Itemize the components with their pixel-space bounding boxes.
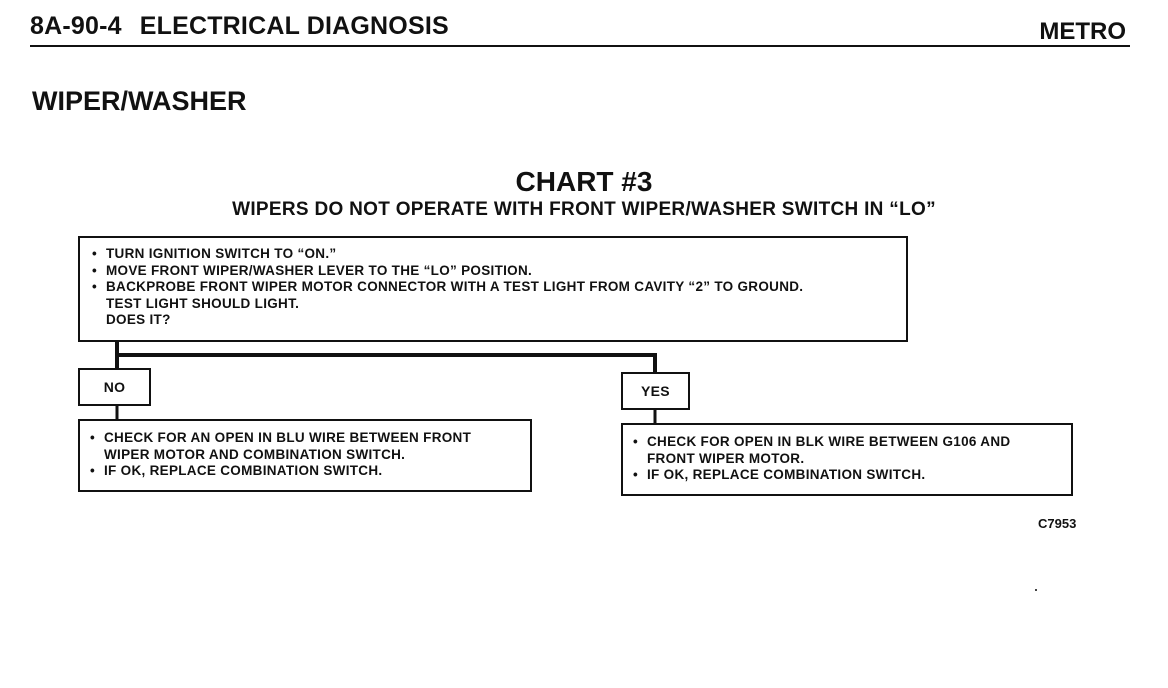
test-step-continuation: TEST LIGHT SHOULD LIGHT. xyxy=(106,295,300,311)
test-step-question: DOES IT? xyxy=(106,312,171,327)
model-name: METRO xyxy=(1039,18,1126,45)
test-step-item: TURN IGNITION SWITCH TO “ON.” xyxy=(92,246,894,263)
figure-code: C7953 xyxy=(1038,516,1077,531)
no-branch-label: NO xyxy=(78,368,151,406)
yes-action-item: CHECK FOR OPEN IN BLK WIRE BETWEEN G106 … xyxy=(633,434,1061,467)
no-action-list: CHECK FOR AN OPEN IN BLU WIRE BETWEEN FR… xyxy=(90,430,520,480)
yes-action-box: CHECK FOR OPEN IN BLK WIRE BETWEEN G106 … xyxy=(621,423,1073,496)
section-title: WIPER/WASHER xyxy=(32,86,247,116)
test-step-item: BACKPROBE FRONT WIPER MOTOR CONNECTOR WI… xyxy=(92,279,894,296)
chart-subtitle: WIPERS DO NOT OPERATE WITH FRONT WIPER/W… xyxy=(232,199,936,220)
section-name: ELECTRICAL DIAGNOSIS xyxy=(139,12,449,40)
scan-speck xyxy=(1035,589,1037,591)
yes-action-list: CHECK FOR OPEN IN BLK WIRE BETWEEN G106 … xyxy=(633,434,1061,484)
no-action-item: IF OK, REPLACE COMBINATION SWITCH. xyxy=(90,463,520,480)
test-step-list: TURN IGNITION SWITCH TO “ON.” MOVE FRONT… xyxy=(92,246,894,296)
no-action-box: CHECK FOR AN OPEN IN BLU WIRE BETWEEN FR… xyxy=(78,419,532,492)
yes-action-continuation: FRONT WIPER MOTOR. xyxy=(647,450,805,466)
page-number: 8A-90-4 xyxy=(30,12,122,40)
no-action-continuation: WIPER MOTOR AND COMBINATION SWITCH. xyxy=(104,446,406,462)
chart-title: CHART #3 xyxy=(515,166,653,197)
yes-branch-label: YES xyxy=(621,372,690,410)
yes-action-text: CHECK FOR OPEN IN BLK WIRE BETWEEN G106 … xyxy=(647,434,1011,449)
test-step-box: TURN IGNITION SWITCH TO “ON.” MOVE FRONT… xyxy=(78,236,908,342)
no-action-item: CHECK FOR AN OPEN IN BLU WIRE BETWEEN FR… xyxy=(90,430,520,463)
test-step-item: MOVE FRONT WIPER/WASHER LEVER TO THE “LO… xyxy=(92,263,894,280)
page-header: 8A-90-4 ELECTRICAL DIAGNOSIS xyxy=(30,12,449,41)
yes-action-item: IF OK, REPLACE COMBINATION SWITCH. xyxy=(633,467,1061,484)
no-action-text: CHECK FOR AN OPEN IN BLU WIRE BETWEEN FR… xyxy=(104,430,472,445)
header-rule xyxy=(30,45,1130,47)
